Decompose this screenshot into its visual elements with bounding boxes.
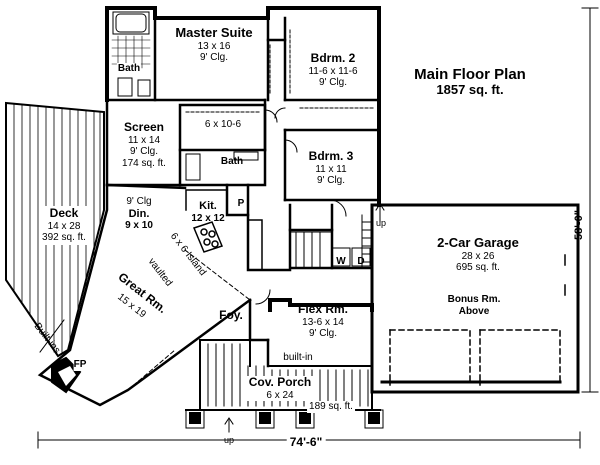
room-name: Foy. (219, 308, 243, 322)
room-ceiling: 9' Clg. (199, 52, 229, 64)
room-master-suite: Master Suite 13 x 16 9' Clg. (175, 25, 253, 64)
room-name: Kit. (199, 200, 217, 212)
width-dimension: 74'-6" (286, 433, 326, 452)
depth-dimension: 58'-0" (573, 210, 585, 240)
room-pantry: P (238, 198, 245, 210)
room-size: 6 x 10-6 (204, 119, 242, 130)
room-ceiling: 9' Clg. (318, 77, 348, 89)
room-name: Master Suite (175, 25, 253, 40)
washer-label: W (336, 256, 346, 267)
room-name: Flex Rm. (297, 302, 349, 316)
room-size: 6 x 24 (246, 389, 314, 402)
room-foyer: Foy. (219, 308, 243, 323)
room-deck: Deck 14 x 28 392 sq. ft. (40, 206, 88, 245)
built-ins-label: Built-ins (32, 321, 63, 356)
room-covered-porch: Cov. Porch 6 x 24 (246, 375, 314, 402)
room-area: 392 sq. ft. (42, 232, 86, 244)
room-kitchen: Kit. 12 x 12 (191, 200, 224, 224)
plan-title: Main Floor Plan (414, 66, 526, 83)
room-size: 14 x 28 (47, 220, 81, 232)
room-name: Deck (49, 206, 79, 220)
room-size: 9 x 10 (125, 220, 153, 232)
room-closet: 6 x 10-6 (205, 119, 241, 131)
room-name: Bath (220, 156, 244, 167)
room-area: 174 sq. ft. (122, 157, 166, 169)
room-name: Bdrm. 3 (308, 149, 354, 163)
porch-up-label: up (224, 435, 234, 445)
room-dining: 9' Clg Din. 9 x 10 (125, 196, 153, 232)
stairs (289, 214, 373, 269)
room-ceiling: 9' Clg. (308, 328, 338, 340)
fireplace-label: FP (73, 359, 87, 371)
bonus-room-note: Bonus Rm. Above (448, 294, 501, 317)
stair-up-label: up (376, 218, 386, 228)
room-name: Screen (123, 120, 165, 134)
room-screen: Screen 11 x 14 9' Clg. 174 sq. ft. (122, 120, 166, 169)
room-ceiling: 9' Clg. (316, 175, 346, 187)
porch-area: 189 sq. ft. (307, 401, 355, 413)
room-size: 12 x 12 (191, 212, 225, 224)
island-label: 6 x 6 Island (168, 231, 208, 278)
room-area: 189 sq. ft. (309, 401, 353, 412)
room-bath-2: Bath (221, 156, 243, 168)
room-bedroom-3: Bdrm. 3 11 x 11 9' Clg. (308, 149, 354, 187)
dryer-label: D (357, 256, 365, 267)
room-ceiling: 9' Clg. (129, 146, 159, 158)
washer: W (336, 251, 345, 269)
built-in-label: built-in (283, 352, 312, 364)
garage-doors (389, 329, 561, 386)
room-name: Bdrm. 2 (310, 51, 356, 65)
up-text: up (223, 435, 235, 445)
room-name: Din. (128, 207, 150, 220)
room-name: Cov. Porch (246, 375, 314, 390)
room-flex: Flex Rm. 13-6 x 14 9' Clg. (297, 302, 349, 340)
room-size: 11 x 11 (315, 163, 347, 175)
room-area: 695 sq. ft. (456, 262, 500, 274)
room-name: P (237, 198, 245, 209)
vaulted-label: vaulted (146, 256, 175, 288)
built-in-text: built-in (283, 352, 313, 363)
up-text: up (375, 218, 387, 228)
room-size: 13 x 16 (197, 40, 231, 52)
room-bedroom-2: Bdrm. 2 11-6 x 11-6 9' Clg. (308, 51, 358, 89)
room-size: 28 x 26 (461, 250, 495, 262)
room-name: Bath (116, 63, 142, 75)
room-size: 13-6 x 14 (302, 316, 344, 328)
room-size: 11-6 x 11-6 (308, 65, 358, 77)
fireplace: FP (73, 359, 87, 371)
room-bath-1: Bath (116, 63, 142, 75)
plan-title-block: Main Floor Plan 1857 sq. ft. (414, 66, 526, 98)
room-garage: 2-Car Garage 28 x 26 695 sq. ft. (437, 235, 519, 274)
dryer: D (357, 251, 364, 269)
room-name: 2-Car Garage (437, 235, 519, 250)
room-ceiling: 9' Clg (126, 196, 152, 207)
room-size: 11 x 14 (127, 134, 161, 146)
bonus-line-2: Above (458, 305, 490, 317)
bonus-line-1: Bonus Rm. (447, 294, 501, 305)
plan-area: 1857 sq. ft. (436, 82, 504, 98)
width-dimension-text: 74'-6" (289, 435, 323, 449)
